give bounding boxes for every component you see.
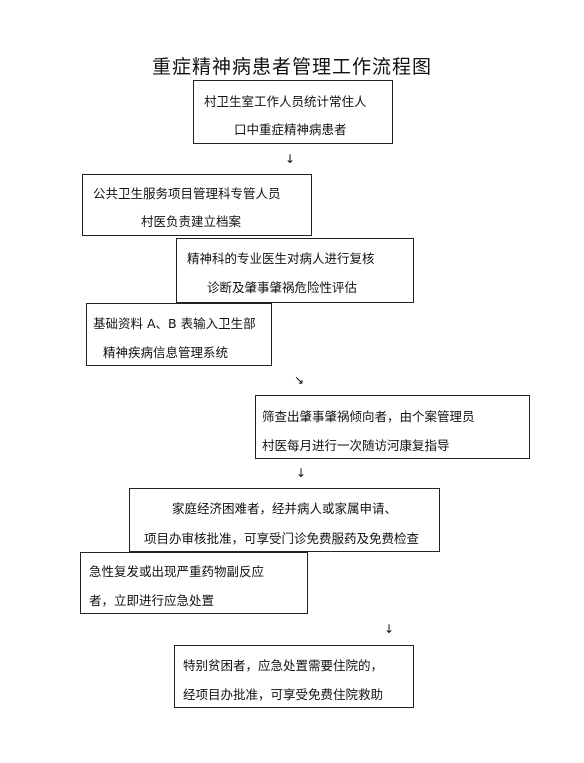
flow-step-4-line-1: 基础资料 A、B 表输入卫生部 bbox=[93, 316, 256, 331]
flow-step-1-line-1: 村卫生室工作人员统计常住人 bbox=[204, 94, 367, 109]
flow-step-7: 急性复发或出现严重药物副反应 者，立即进行应急处置 bbox=[80, 552, 308, 614]
arrow-diagonal-icon: ↘ bbox=[294, 373, 305, 387]
page-title: 重症精神病患者管理工作流程图 bbox=[151, 56, 432, 78]
flow-step-1-line-2: 口中重症精神病患者 bbox=[234, 122, 347, 137]
arrow-down-icon: ↓ bbox=[296, 466, 307, 480]
flow-step-1: 村卫生室工作人员统计常住人 口中重症精神病患者 bbox=[193, 80, 393, 144]
flow-step-4-line-2: 精神疾病信息管理系统 bbox=[103, 345, 229, 360]
flow-step-2-line-2: 村医负责建立档案 bbox=[141, 214, 242, 229]
flow-step-6: 家庭经济困难者，经并病人或家属申请、 项目办审核批准，可享受门诊免费服药及免费检… bbox=[129, 488, 440, 552]
arrow-down-icon: ↓ bbox=[384, 622, 395, 636]
flow-step-2: 公共卫生服务项目管理科专管人员 村医负责建立档案 bbox=[82, 174, 312, 236]
flow-step-6-line-2: 项目办审核批准，可享受门诊免费服药及免费检查 bbox=[144, 531, 420, 546]
flow-step-5: 筛查出肇事肇祸倾向者，由个案管理员 村医每月进行一次随访河康复指导 bbox=[255, 395, 530, 459]
flow-step-8: 特别贫困者，应急处置需要住院的， 经项目办批准，可享受免费住院救助 bbox=[174, 645, 414, 708]
flow-step-2-line-1: 公共卫生服务项目管理科专管人员 bbox=[93, 186, 281, 201]
flow-step-3-line-2: 诊断及肇事肇祸危险性评估 bbox=[207, 280, 358, 295]
flow-step-5-line-2: 村医每月进行一次随访河康复指导 bbox=[262, 438, 450, 453]
flow-step-7-line-1: 急性复发或出现严重药物副反应 bbox=[89, 564, 265, 579]
flow-step-8-line-1: 特别贫困者，应急处置需要住院的， bbox=[183, 658, 384, 673]
flow-step-3-line-1: 精神科的专业医生对病人进行复核 bbox=[187, 251, 375, 266]
flow-step-4: 基础资料 A、B 表输入卫生部 精神疾病信息管理系统 bbox=[86, 303, 272, 366]
flow-step-8-line-2: 经项目办批准，可享受免费住院救助 bbox=[183, 687, 384, 702]
flow-step-5-line-1: 筛查出肇事肇祸倾向者，由个案管理员 bbox=[262, 409, 475, 424]
flow-step-7-line-2: 者，立即进行应急处置 bbox=[89, 593, 215, 608]
flow-step-3: 精神科的专业医生对病人进行复核 诊断及肇事肇祸危险性评估 bbox=[176, 238, 414, 303]
arrow-down-icon: ↓ bbox=[285, 152, 296, 166]
flow-step-6-line-1: 家庭经济困难者，经并病人或家属申请、 bbox=[172, 501, 398, 516]
